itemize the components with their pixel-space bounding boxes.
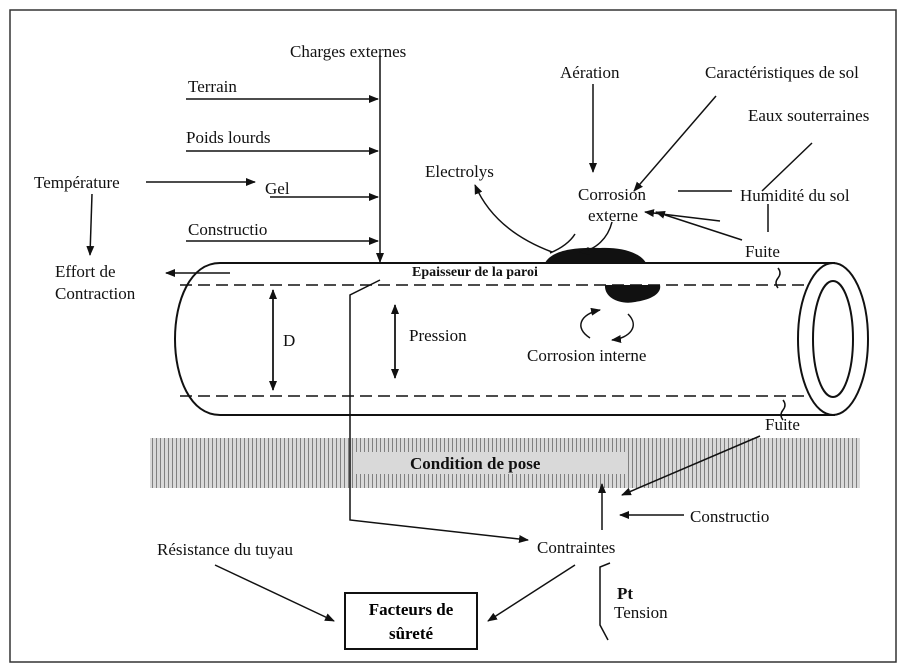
label-contraintes: Contraintes [537,538,616,557]
external-corrosion-link2 [549,233,576,254]
label-poids-lourds: Poids lourds [186,128,271,147]
label-gel: Gel [265,179,290,198]
external-corrosion-pit [545,247,646,263]
internal-corrosion-cycle-2 [580,307,601,339]
label-tension: Tension [614,603,668,622]
label-terrain: Terrain [188,77,237,96]
resistance-arrow [214,564,335,622]
groundwater-link [761,142,813,192]
temperature-to-effort-arrow [86,193,95,256]
internal-corrosion-cycle-1 [611,313,634,343]
laying-condition-label-bg [356,452,626,474]
soil-characteristics-arrow [633,95,717,192]
label-corrosion-externe-1: Corrosion [578,185,646,204]
label-pression: Pression [409,326,467,345]
label-electrolys: Electrolys [425,162,494,181]
label-fuite-top: Fuite [745,242,780,261]
electrolysis-arrow [474,184,553,253]
label-aeration: Aération [560,63,620,82]
label-corrosion-externe-2: externe [588,206,639,225]
label-temperature: Température [34,173,120,192]
tension-link [599,562,611,641]
label-eaux-souterraines: Eaux souterraines [748,106,870,125]
leak-bottom-arrow [621,435,761,496]
leak-top-arrow [655,210,743,241]
internal-corrosion-pit [604,285,661,303]
label-diameter: D [283,331,296,350]
safety-factors-box: Facteurs de sûreté [344,592,478,650]
label-pt: Pt [617,584,634,603]
label-contraction: Contraction [55,284,136,303]
label-constructio-top: Constructio [188,220,268,239]
label-corrosion-interne: Corrosion interne [527,346,647,365]
label-constructio-bottom: Constructio [690,507,770,526]
label-effort: Effort de [55,262,116,281]
safety-factors-line1: Facteurs de [368,600,454,619]
label-charges-externes: Charges externes [290,42,407,61]
leak-mark-bottom [780,399,786,421]
diagram-frame [9,9,897,663]
stress-to-safety-arrow [487,564,576,622]
safety-factors-line2: sûreté [388,624,434,643]
external-input-arrow [644,209,721,222]
label-fuite-bottom: Fuite [765,415,800,434]
label-condition-pose: Condition de pose [410,454,541,473]
wall-thickness-to-stress-arrow [349,279,529,543]
pipe [174,262,869,416]
leak-mark-top [775,267,781,289]
external-corrosion-link [579,221,613,255]
label-humidite: Humidité du sol [740,186,850,205]
label-resistance: Résistance du tuyau [157,540,293,559]
label-epaisseur: Epaisseur de la paroi [412,265,538,280]
label-caracteristiques: Caractéristiques de sol [705,63,859,82]
